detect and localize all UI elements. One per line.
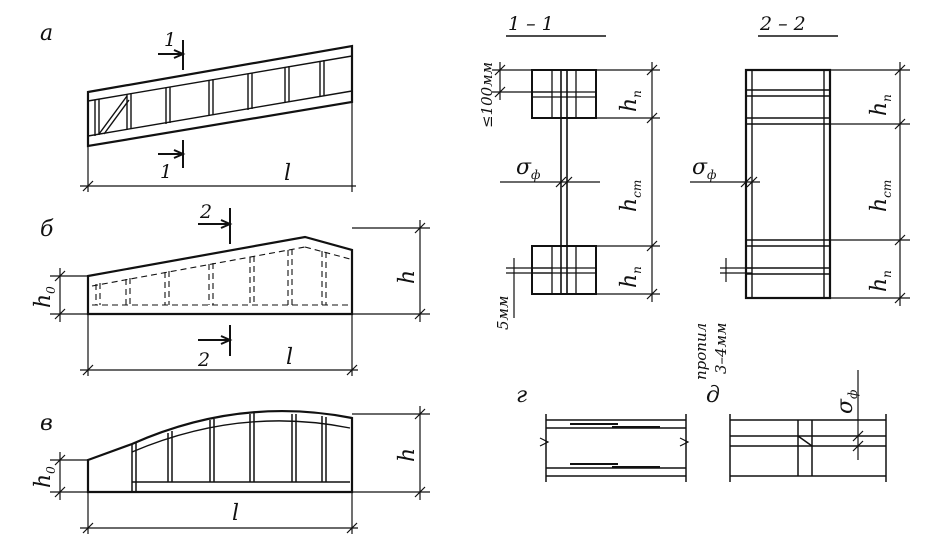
section-mark-2-top: 2 xyxy=(199,201,212,223)
s11-bottom-note-leader xyxy=(506,258,552,318)
s22-kerf-leader xyxy=(720,258,752,282)
section-mark-1-bottom: 1 xyxy=(160,161,172,183)
joint-g-break-marks xyxy=(539,437,690,447)
panel-g-label: г xyxy=(516,383,527,408)
panel-d: д σф xyxy=(706,370,887,482)
h-v-label: h xyxy=(395,448,420,462)
s22-flange-top-label: hп xyxy=(867,94,894,116)
panel-d-label: д xyxy=(706,383,720,408)
s22-thickness-dim xyxy=(690,176,760,188)
section-mark-1 xyxy=(158,40,186,168)
s22-outline xyxy=(744,68,832,300)
section-2-2: 2 – 2 hп hст hп xyxy=(690,13,910,380)
s22-height-dims xyxy=(830,62,910,306)
s11-thickness-dim xyxy=(500,176,600,188)
panel-g: г xyxy=(516,383,690,482)
span-dim-b xyxy=(80,314,358,376)
h0-dim-v xyxy=(50,452,88,500)
beam-v-ribs xyxy=(131,413,327,492)
h-dim-b xyxy=(352,220,430,322)
s11-top-note-leader xyxy=(492,62,552,100)
section-mark-2-bottom: 2 xyxy=(197,349,210,371)
s22-thickness-label: σф xyxy=(692,155,716,182)
h-dim-v xyxy=(352,406,430,500)
panel-a: а 1 1 l xyxy=(40,21,356,192)
beam-v-top-inner xyxy=(131,420,351,453)
beam-b-hidden-lines xyxy=(91,246,351,306)
h0-dim-b xyxy=(50,268,88,322)
span-v-label: l xyxy=(232,501,239,526)
joint-d-thickness-dim xyxy=(852,370,864,460)
panel-b: б 2 2 h0 xyxy=(31,201,430,376)
span-a-label: l xyxy=(284,161,291,186)
section-1-1: 1 – 1 hп hст xyxy=(478,13,660,330)
s11-top-note: ≤100мм xyxy=(478,62,496,128)
span-dim-v xyxy=(80,492,358,534)
s11-top-flange xyxy=(531,69,597,119)
span-dim-a xyxy=(80,102,356,192)
h-b-label: h xyxy=(395,270,420,284)
panel-a-label: а xyxy=(40,21,53,46)
span-b-label: l xyxy=(286,345,293,370)
s11-bottom-flange-details xyxy=(532,246,596,294)
s11-web-label: hст xyxy=(617,180,644,212)
s22-web-label: hст xyxy=(867,180,894,212)
beam-a-bottom-flange-line xyxy=(87,90,353,137)
section-mark-1-top: 1 xyxy=(164,29,176,51)
section-1-1-title: 1 – 1 xyxy=(508,13,554,35)
panel-v-label: в xyxy=(40,411,53,436)
s11-thickness-label: σф xyxy=(516,155,540,182)
h0-v-label: h0 xyxy=(31,466,58,488)
panel-v: в h0 h xyxy=(31,406,430,534)
s22-kerf-note-line2: 3–4мм xyxy=(712,323,730,374)
h0-b-label: h0 xyxy=(31,286,58,308)
s11-bottom-note: 5мм xyxy=(494,296,512,330)
s11-top-flange-details xyxy=(532,70,596,118)
s11-height-dims xyxy=(596,62,660,302)
s22-flange-bottom-label: hп xyxy=(867,270,894,292)
beam-v-outline xyxy=(86,409,354,494)
section-mark-2 xyxy=(198,208,233,356)
joint-g-plates xyxy=(570,423,660,468)
s22-inner-lines xyxy=(746,70,830,298)
s11-flange-top-label: hп xyxy=(617,90,644,112)
beam-a-top-flange-line xyxy=(87,55,353,102)
s11-flange-bottom-label: hп xyxy=(617,266,644,288)
section-2-2-title: 2 – 2 xyxy=(759,13,806,35)
beam-b-outline xyxy=(86,235,354,316)
joint-d-thickness-label: σф xyxy=(833,390,860,414)
panel-b-label: б xyxy=(40,217,54,242)
s11-bottom-flange xyxy=(531,245,597,295)
beam-a-ribs xyxy=(94,60,325,136)
s22-kerf-note-line1: пропил xyxy=(692,323,710,380)
joint-d-lines xyxy=(729,414,887,482)
